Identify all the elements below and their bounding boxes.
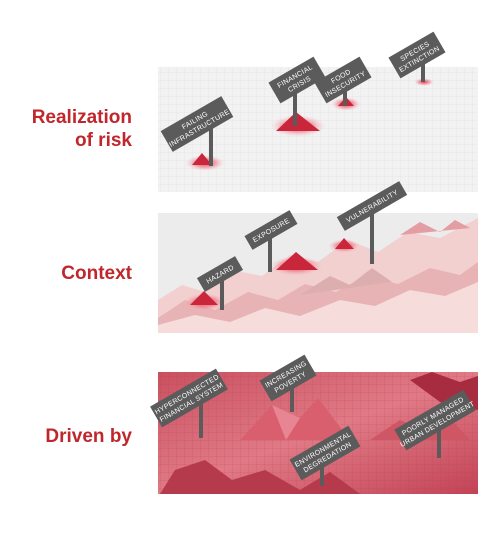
hotspots [183,78,434,311]
sign-financial-crisis: FINANCIAL CRISIS [268,56,326,126]
row-label-line: of risk [74,130,132,151]
row-label-realization: Realization of risk [32,106,132,152]
row-label-line: Context [61,263,132,284]
row-label-line: Realization [31,107,132,128]
row-label-context: Context [61,262,132,285]
row-label-driven-by: Driven by [45,425,132,448]
row-label-line: Driven by [45,426,132,447]
